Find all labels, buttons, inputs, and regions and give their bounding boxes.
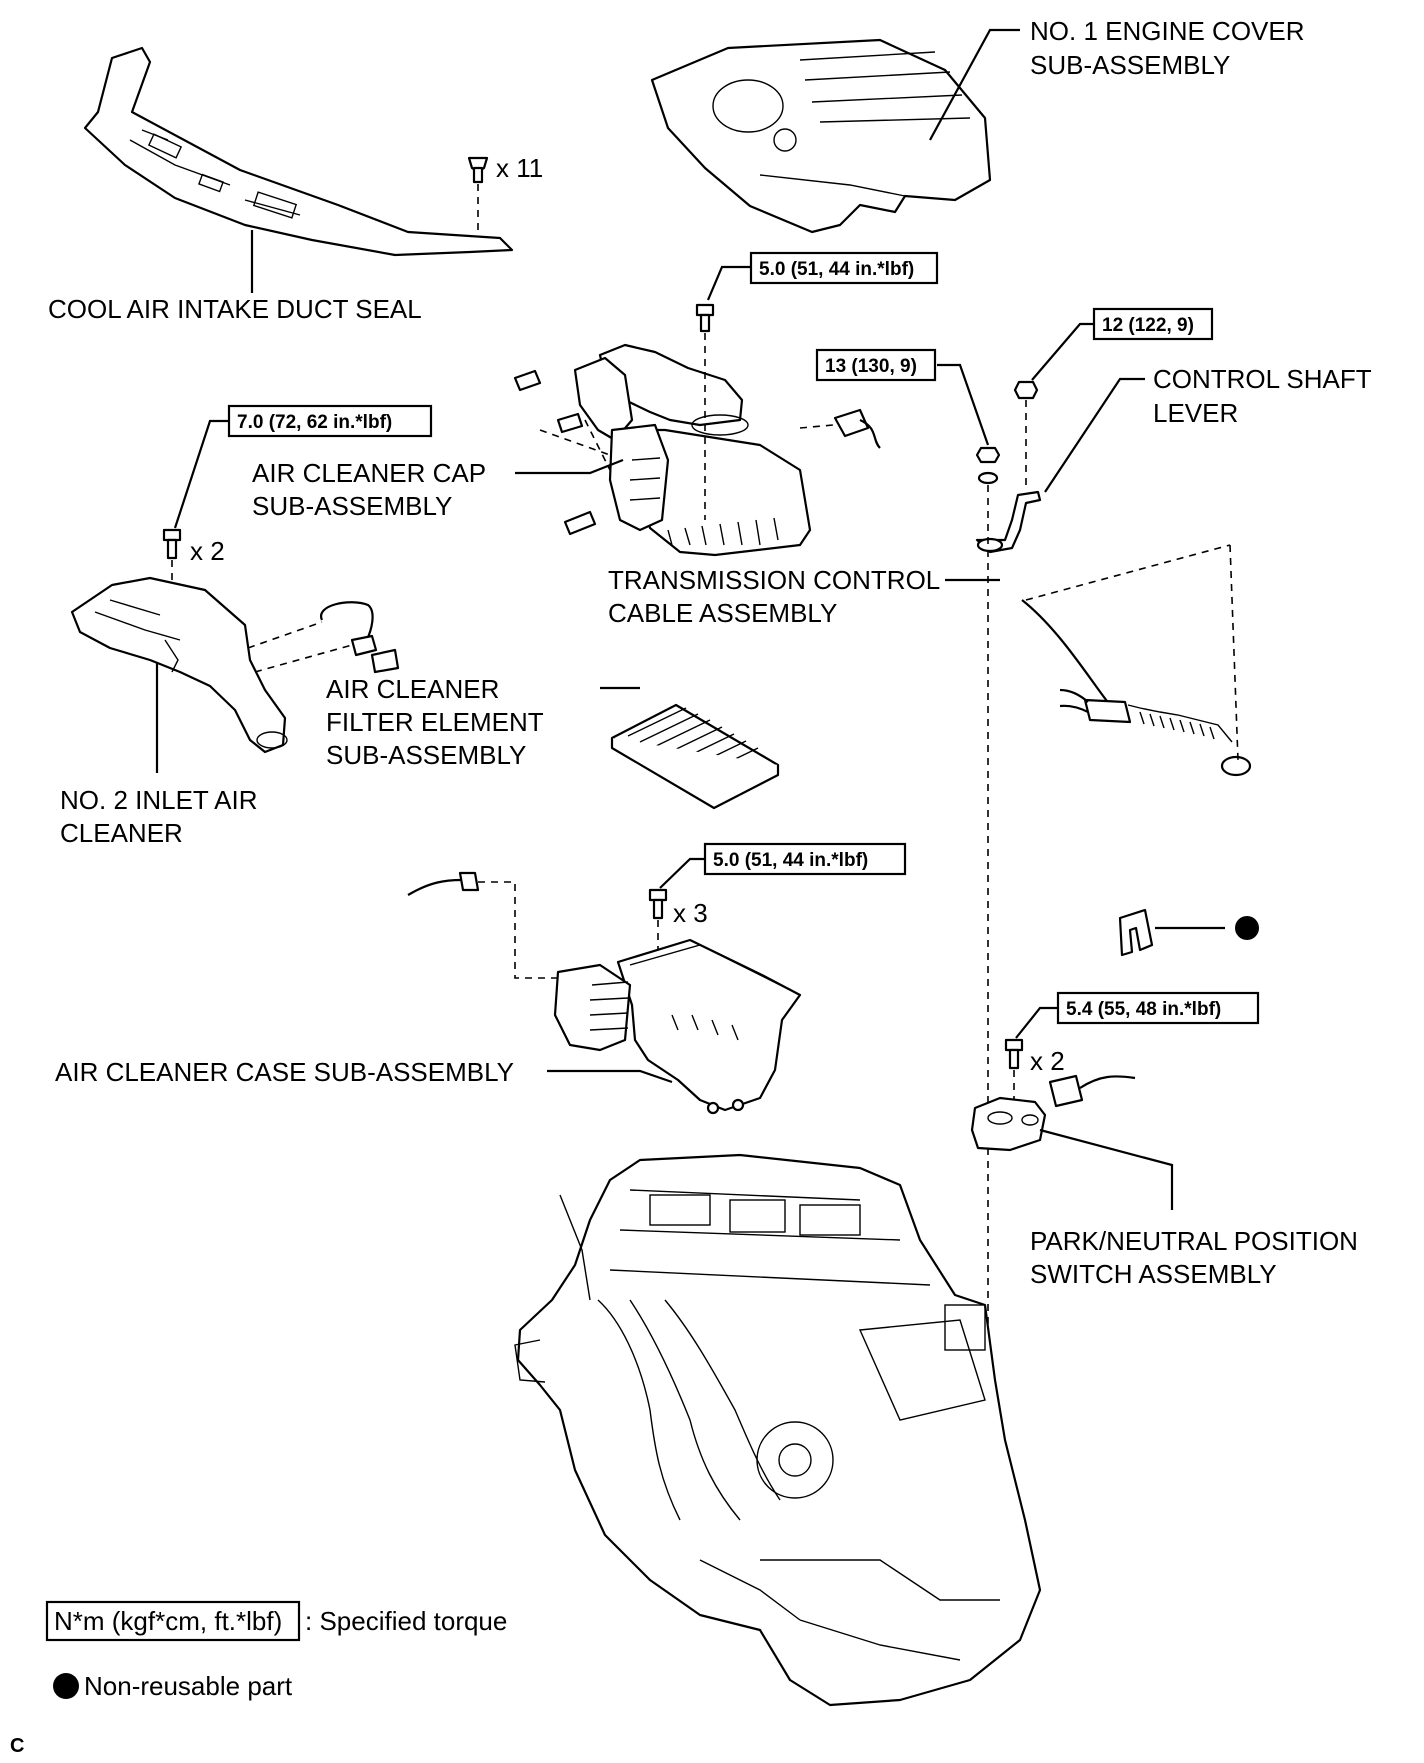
inlet-bolt-drawing [162,528,182,640]
svg-text:7.0 (72, 62 in.*lbf): 7.0 (72, 62 in.*lbf) [237,412,392,433]
legend-torque-unit: N*m (kgf*cm, ft.*lbf) [54,1606,282,1636]
label-air-cleaner-cap: AIR CLEANER CAP SUB-ASSEMBLY [252,458,493,521]
svg-text:5.4 (55, 48 in.*lbf): 5.4 (55, 48 in.*lbf) [1066,999,1221,1020]
engine-cover-drawing [650,38,992,234]
legend-torque-desc: : Specified torque [305,1606,507,1636]
nonreusable-marker [1235,916,1259,940]
label-control-shaft-lever: CONTROL SHAFT LEVER [1153,364,1378,428]
qty-case-bolts: x 3 [673,898,708,928]
cap-bolt-drawing [695,303,715,520]
corner-code: C [10,1735,24,1757]
label-duct-seal: COOL AIR INTAKE DUCT SEAL [48,294,422,324]
engine-transaxle-drawing [514,1153,1042,1707]
svg-text:13 (130, 9): 13 (130, 9) [825,356,917,377]
svg-text:12 (122, 9): 12 (122, 9) [1102,315,1194,336]
qty-duct-clips: x 11 [496,153,543,183]
legend-nonreusable-marker [53,1673,79,1699]
pnp-switch-drawing [970,1074,1136,1152]
torque-lever-nut: 12 (122, 9) [1092,307,1214,341]
torque-cable-nut: 13 (130, 9) [815,348,937,382]
air-cleaner-cap-drawing [573,343,812,557]
legend-specified-torque: N*m (kgf*cm, ft.*lbf) : Specified torque [45,1600,507,1642]
torque-inlet-bolt: 7.0 (72, 62 in.*lbf) [227,404,433,438]
air-cleaner-case-drawing [553,938,802,1115]
leader-lines [155,28,1174,1210]
legend-nonreusable: Non-reusable part [53,1671,293,1701]
cap-hoses-drawing [513,369,881,536]
label-transmission-cable: TRANSMISSION CONTROL CABLE ASSEMBLY [608,565,947,628]
control-lever-drawing [975,380,1042,554]
label-air-cleaner-case: AIR CLEANER CASE SUB-ASSEMBLY [55,1057,514,1087]
inlet-air-cleaner-drawing [70,576,288,754]
duct-seal-clip-drawing [467,156,489,236]
svg-text:5.0 (51, 44 in.*lbf): 5.0 (51, 44 in.*lbf) [713,850,868,871]
qty-inlet-bolts: x 2 [190,536,225,566]
label-pnp-switch: PARK/NEUTRAL POSITION SWITCH ASSEMBLY [1030,1226,1365,1289]
case-sensor-cable-drawing [407,871,557,979]
label-inlet-air-cleaner: NO. 2 INLET AIR CLEANER [60,785,265,848]
duct-seal-drawing [83,46,514,257]
label-engine-cover: NO. 1 ENGINE COVER SUB-ASSEMBLY [1030,16,1312,80]
torque-case-bolt: 5.0 (51, 44 in.*lbf) [703,842,907,876]
filter-element-drawing [610,703,780,810]
svg-text:5.0 (51, 44 in.*lbf): 5.0 (51, 44 in.*lbf) [759,259,914,280]
legend-nonreusable-desc: Non-reusable part [84,1671,293,1701]
torque-switch-bolt: 5.4 (55, 48 in.*lbf) [1056,991,1260,1025]
label-filter-element: AIR CLEANER FILTER ELEMENT SUB-ASSEMBLY [326,674,550,770]
qty-switch-bolts: x 2 [1030,1046,1065,1076]
u-clip-drawing [1118,908,1259,957]
transmission-cable-drawing [1021,544,1252,777]
inlet-sensor-drawing [247,601,400,674]
torque-cap-bolt: 5.0 (51, 44 in.*lbf) [749,251,939,285]
